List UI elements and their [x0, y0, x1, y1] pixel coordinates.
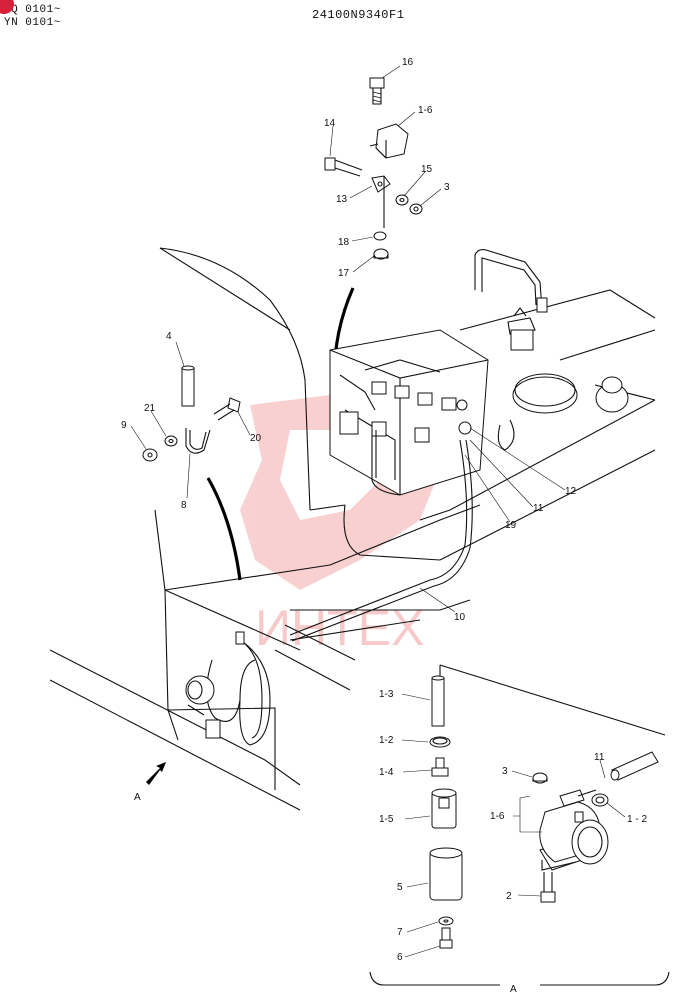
callout-labels: 16 1-6 14 15 3 13 18 17 4 21 9 20 8 12 1…: [121, 57, 647, 963]
pump-1-6-detail: [539, 789, 609, 871]
clamp-1-2b: [591, 793, 609, 807]
machine-frame: [49, 247, 656, 811]
leader-lines: [130, 65, 626, 958]
callout-9: 9: [121, 420, 127, 431]
bolt-16: [369, 77, 385, 105]
callout-1-6: 1-6: [418, 105, 433, 116]
callout-detail-1-2b: 1 - 2: [627, 814, 647, 825]
serial-range-line-2: YN 0101~: [4, 17, 61, 29]
callout-detail-5: 5: [397, 882, 403, 893]
callout-detail-1-4: 1-4: [379, 767, 394, 778]
callout-detail-1-2: 1-2: [379, 735, 394, 746]
callout-17: 17: [338, 268, 350, 279]
callout-detail-1-5: 1-5: [379, 814, 394, 825]
bolt-14: [324, 157, 363, 177]
detail-a-label: A: [510, 984, 517, 995]
callout-3: 3: [444, 182, 450, 193]
washer-18: [373, 231, 387, 241]
bolt-2: [540, 872, 556, 903]
washer-15: [395, 194, 409, 206]
nut-3-top: [409, 203, 423, 215]
view-arrow-a: A: [134, 762, 166, 803]
hose-1-3: [431, 675, 445, 727]
bolt-6: [439, 927, 453, 949]
nut-17: [373, 248, 389, 260]
callout-16: 16: [402, 57, 414, 68]
callout-11: 11: [533, 503, 544, 514]
callout-21: 21: [144, 403, 156, 414]
callout-detail-1-3: 1-3: [379, 689, 394, 700]
callout-detail-6: 6: [397, 952, 403, 963]
hose-10: [289, 374, 473, 642]
callout-13: 13: [336, 194, 348, 205]
callout-8: 8: [181, 500, 187, 511]
callout-15: 15: [421, 164, 433, 175]
callout-19: 19: [505, 520, 517, 531]
relay-1-6: [369, 123, 409, 159]
callout-12: 12: [565, 486, 577, 497]
fuel-cap: [507, 307, 536, 351]
air-cleaner: [497, 373, 629, 451]
nut-3-detail: [532, 772, 548, 784]
filter-element-5: [429, 847, 463, 901]
clamp-8: [185, 428, 211, 454]
callout-detail-2: 2: [506, 891, 512, 902]
view-arrow-label: A: [134, 792, 141, 803]
callout-20: 20: [250, 433, 262, 444]
callout-detail-3: 3: [502, 766, 508, 777]
callout-10: 10: [454, 612, 466, 623]
washer-7: [438, 916, 454, 926]
handrail: [474, 249, 548, 313]
callout-detail-7: 7: [397, 927, 403, 938]
detail-a-frame: A: [369, 664, 670, 995]
nipple-1-4: [431, 757, 449, 777]
battery-assembly: [329, 329, 489, 496]
hose-11-detail: [610, 751, 659, 781]
callout-detail-11: 11: [594, 752, 605, 763]
callout-4: 4: [166, 331, 172, 342]
bracket-13: [371, 175, 391, 228]
corner-badge: [0, 0, 14, 14]
nut-9: [142, 448, 158, 462]
fuel-pump-assembly: [185, 631, 271, 746]
callout-detail-1-6: 1-6: [490, 811, 505, 822]
serial-range-line-1: YQ 0101~: [4, 4, 61, 16]
bolt-20: [213, 397, 241, 421]
clamp-1-2: [429, 736, 451, 748]
filter-head-1-5: [431, 788, 457, 829]
watermark-text: ИНТЕХ: [255, 600, 424, 656]
callout-14: 14: [324, 118, 336, 129]
callout-18: 18: [338, 237, 350, 248]
washer-21: [164, 435, 178, 447]
pipe-4: [181, 365, 195, 407]
document-number: 24100N9340F1: [312, 8, 405, 22]
